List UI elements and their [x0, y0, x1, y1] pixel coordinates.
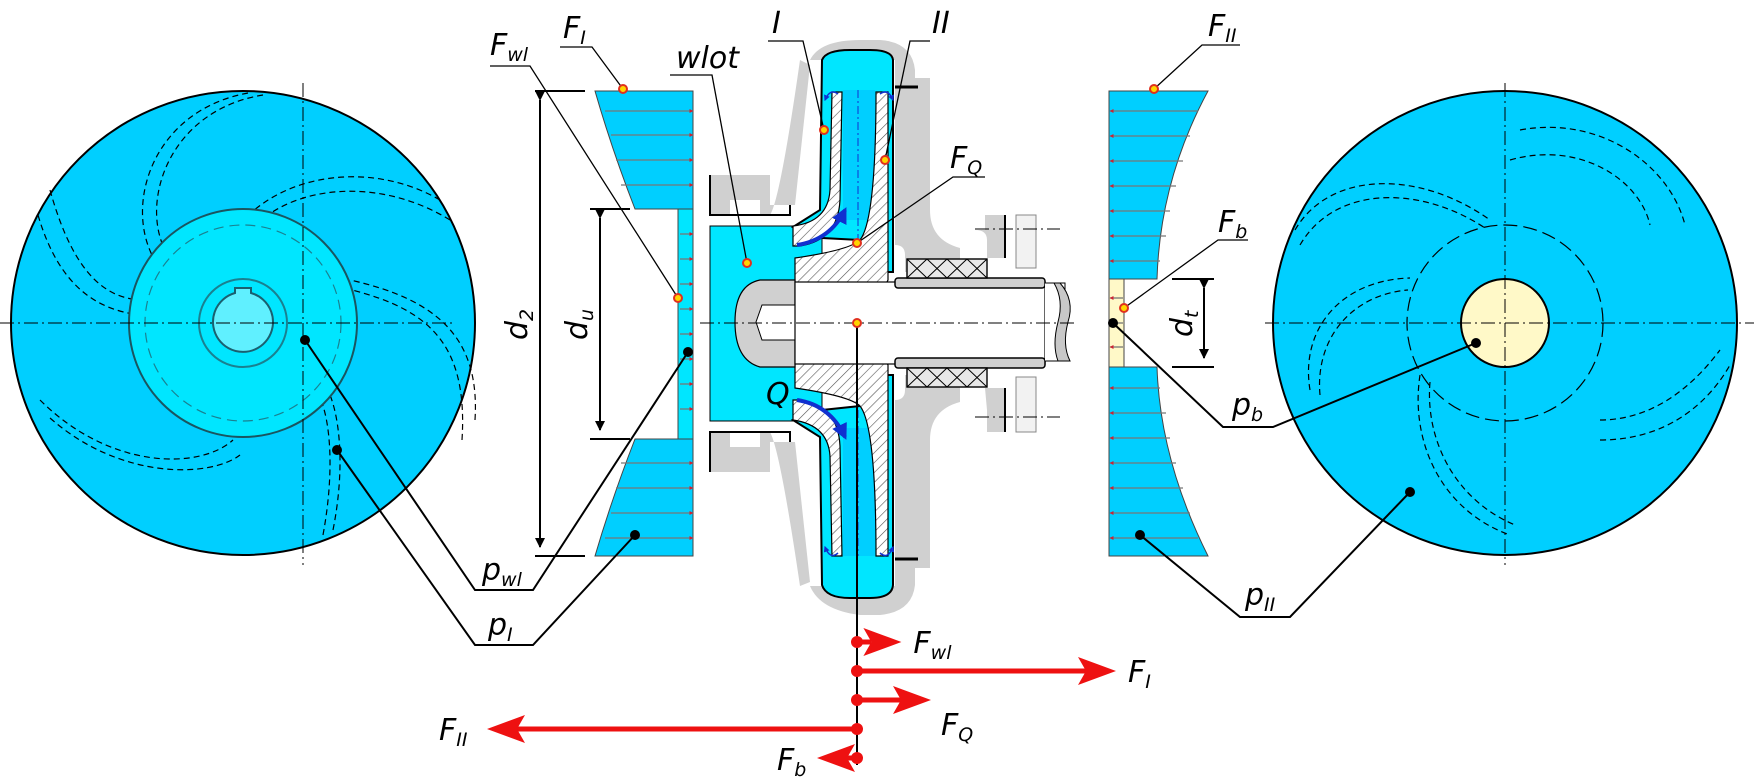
label-p-wl: pwl — [481, 553, 523, 591]
left-impeller-disc — [0, 83, 477, 565]
label-F-wl: Fwl — [490, 28, 529, 66]
shaft-break-symbol — [1053, 282, 1071, 362]
force-vector-F-I: FI — [851, 655, 1151, 693]
label-II: II — [932, 6, 950, 41]
marker-p-I-disc — [332, 445, 342, 455]
pressure-pI-bottom — [594, 438, 694, 557]
force-arrowhead — [1078, 657, 1116, 685]
force-arrowhead — [893, 686, 931, 714]
pressure-pI-top — [594, 90, 694, 210]
force-origin-dot — [851, 752, 863, 764]
dimension-du: du — [560, 208, 630, 440]
force-origin-dot — [851, 636, 863, 648]
gland-flange-top — [1015, 214, 1037, 269]
marker-F-wl — [673, 293, 683, 303]
force-arrowhead — [487, 715, 525, 743]
right-impeller-disc — [1265, 83, 1754, 565]
marker-p-wl-disc — [300, 335, 310, 345]
force-arrowhead — [817, 744, 855, 772]
d2-label: d2 — [500, 309, 538, 340]
label-Q: Q — [766, 377, 790, 412]
marker-wlot — [742, 258, 752, 268]
shaft-sleeve-top — [894, 277, 1046, 289]
du-label: du — [560, 309, 598, 340]
force-vector-F-wl: Fwl — [851, 626, 952, 664]
left-pressure-diagram — [594, 90, 694, 557]
marker-F-b — [1119, 303, 1129, 313]
marker-F-I — [618, 84, 628, 94]
dt-label: dt — [1165, 309, 1203, 337]
label-p-b: pb — [1231, 388, 1263, 426]
force-origin-dot — [851, 723, 863, 735]
markers — [300, 84, 1481, 540]
packing-gland-top — [906, 258, 988, 279]
gland-flange-bottom — [1015, 376, 1037, 433]
flow-arrow-lower — [796, 398, 847, 440]
marker-II — [880, 155, 890, 165]
force-label: Fb — [777, 743, 806, 781]
dimension-d2: d2 — [500, 90, 585, 557]
force-origin-dot — [851, 694, 863, 706]
label-p-II: pII — [1244, 578, 1276, 616]
force-label: FI — [1128, 655, 1151, 693]
marker-I — [819, 125, 829, 135]
label-F-Q: FQ — [950, 141, 982, 179]
marker-p-b-disc — [1471, 338, 1481, 348]
flow-arrow-upper — [796, 207, 847, 247]
blade-outlines-right — [1294, 126, 1731, 536]
right-pressure-diagram — [1108, 90, 1209, 557]
housing-lower — [810, 375, 960, 615]
packing-gland-bottom — [906, 367, 988, 388]
label-F-II: FII — [1208, 9, 1237, 47]
label-I: I — [772, 6, 781, 41]
force-arrowhead — [863, 628, 902, 656]
pressure-arrows-right — [1109, 109, 1198, 540]
pump-cross-section — [700, 40, 1075, 615]
pressure-pII-bottom — [1108, 366, 1209, 557]
pressure-arrows-left — [605, 109, 694, 540]
labels: FI Fwl wlot I II FQ FII Fb Q pwl pI pb p… — [481, 6, 1276, 646]
force-vector-F-Q: FQ — [851, 686, 973, 746]
shaft-bore-with-keyway — [212, 287, 274, 353]
label-F-I: FI — [563, 11, 586, 49]
shaft-sleeve-bottom — [894, 357, 1046, 369]
label-F-b: Fb — [1218, 205, 1247, 243]
leader-lines — [304, 40, 1477, 765]
marker-F-Q — [852, 238, 862, 248]
force-label: FQ — [941, 708, 973, 746]
housing-upper — [810, 40, 960, 272]
marker-axis-origin — [852, 318, 862, 328]
marker-p-b-diagram — [1108, 318, 1118, 328]
force-origin-dot — [851, 665, 863, 677]
force-vector-F-b: Fb — [777, 743, 863, 781]
pressure-pII-top — [1108, 90, 1209, 280]
marker-p-II-disc — [1405, 487, 1415, 497]
dimension-dt: dt — [1165, 278, 1214, 368]
force-label: FII — [439, 713, 468, 751]
blade-outlines — [37, 92, 477, 536]
force-label: Fwl — [913, 626, 952, 664]
marker-p-I-diagram — [630, 530, 640, 540]
pressure-pwl-band — [677, 208, 694, 440]
label-p-I: pI — [487, 608, 513, 646]
marker-F-II — [1149, 84, 1159, 94]
marker-p-wl-diagram — [683, 347, 693, 357]
marker-p-II-diagram — [1135, 530, 1145, 540]
force-vector-F-II: FII — [439, 713, 863, 751]
label-wlot: wlot — [676, 41, 740, 76]
